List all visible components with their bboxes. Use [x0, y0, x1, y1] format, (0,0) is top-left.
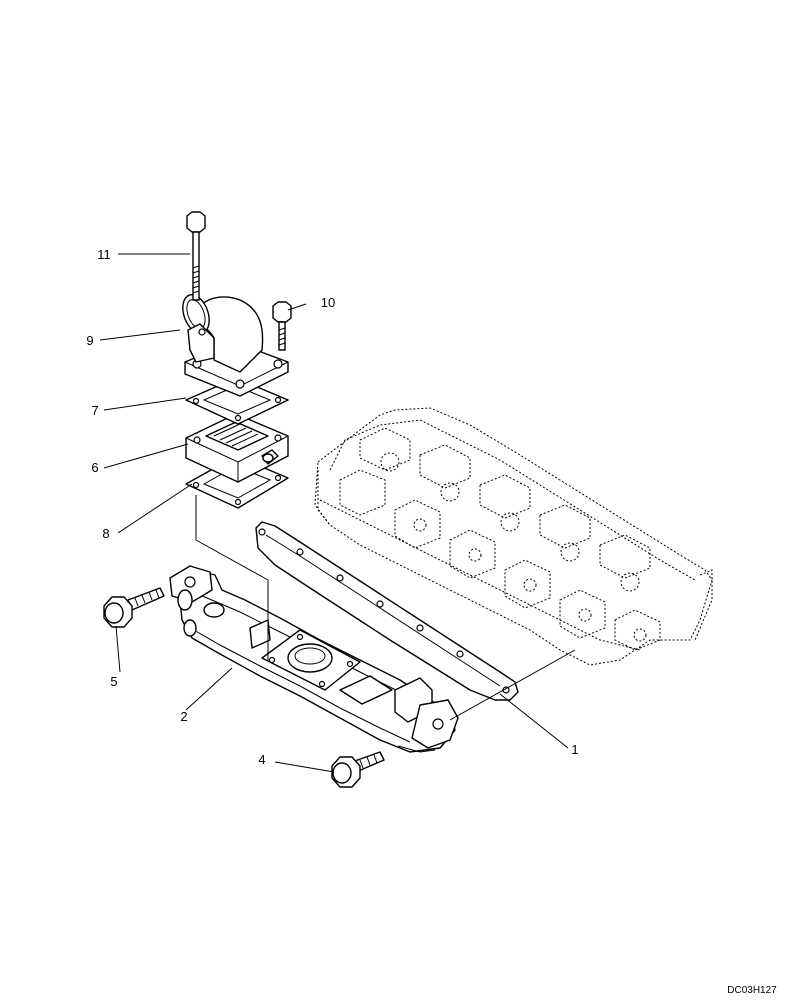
callout-5: 5	[110, 674, 117, 689]
callout-6: 6	[91, 460, 98, 475]
callout-8: 8	[102, 526, 109, 541]
bolt-11	[186, 211, 206, 301]
air-heater	[185, 413, 289, 483]
callout-labels: 11 10 9 7 6 8 5 2 4 1	[86, 247, 578, 767]
callout-9: 9	[86, 333, 93, 348]
intake-elbow	[182, 294, 289, 397]
bolt-5	[103, 587, 165, 628]
manifold-gasket	[255, 521, 519, 701]
bolt-10	[272, 301, 292, 351]
assembly-guide-lines	[195, 495, 576, 721]
callout-7: 7	[91, 403, 98, 418]
callout-leaders	[99, 253, 569, 773]
drawing-code: DC03H127	[727, 985, 777, 996]
callout-4: 4	[258, 752, 265, 767]
callout-2: 2	[180, 709, 187, 724]
cylinder-head-outline	[314, 407, 713, 666]
bolt-4	[331, 751, 385, 788]
callout-1: 1	[571, 742, 578, 757]
callout-11: 11	[97, 247, 111, 262]
intake-manifold	[169, 565, 459, 753]
callout-10: 10	[321, 295, 335, 310]
